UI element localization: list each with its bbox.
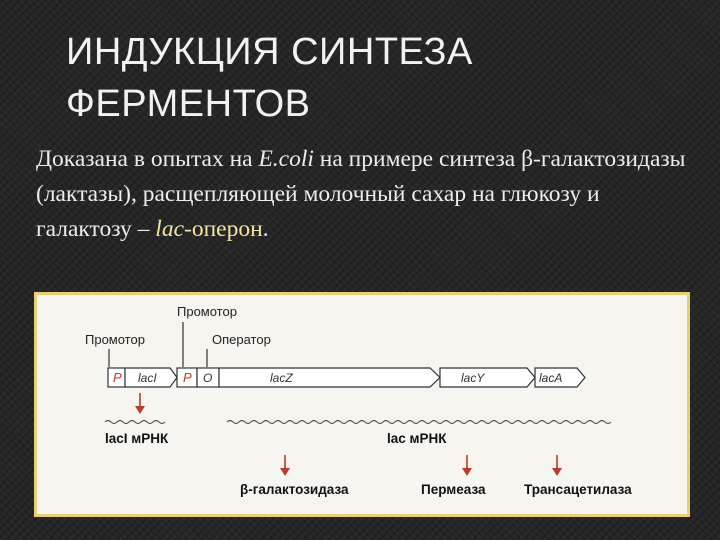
label-laci-mrna: lacI мРНК <box>105 431 169 446</box>
gene-bar: P lacI P O lacZ lacY lacA <box>107 367 586 388</box>
gene-box-lacz <box>218 367 441 388</box>
organism-name: E.coli <box>258 146 314 172</box>
laci-transcription-arrow <box>135 393 145 414</box>
gene-o: O <box>203 371 212 385</box>
gene-lacy: lacY <box>461 371 485 385</box>
label-operator: Оператор <box>212 332 271 347</box>
lac-mrna-wave <box>226 419 612 425</box>
body-part-2: на примере синтеза β-галактозидазы (лакт… <box>36 146 686 242</box>
gene-laci: lacI <box>138 371 157 385</box>
operon-suffix: -оперон <box>184 216 263 242</box>
gene-lacz: lacZ <box>270 371 293 385</box>
label-beta-galactosidase: β-галактозидаза <box>240 482 349 497</box>
arrow-transacetylase <box>552 455 562 476</box>
label-promoter-top: Промотор <box>177 304 237 319</box>
body-part-1: Доказана в опытах на <box>36 146 259 172</box>
body-period: . <box>262 216 269 242</box>
label-promoter-left: Промотор <box>85 332 145 347</box>
label-permease: Пермеаза <box>421 482 486 497</box>
slide-title-line-1: ИНДУКЦИЯ СИНТЕЗА <box>66 31 473 73</box>
gene-box-laca <box>534 367 586 388</box>
arrow-permease <box>462 455 472 476</box>
lac-operon-svg: Промотор Промотор Оператор P lacI P O la… <box>85 304 632 497</box>
gene-box-laci <box>124 367 178 388</box>
gene-p2: P <box>183 370 192 385</box>
operon-name: lac-оперон <box>155 216 262 242</box>
arrow-beta-galactosidase <box>280 455 290 476</box>
gene-box-lacy <box>439 367 536 388</box>
gene-p1: P <box>113 370 122 385</box>
label-lac-mrna: lac мРНК <box>387 431 447 446</box>
slide-body-text: Доказана в опытах на E.coli на примере с… <box>36 142 696 247</box>
slide-title-line-2: ФЕРМЕНТОВ <box>66 83 311 125</box>
lac-operon-diagram: Промотор Промотор Оператор P lacI P O la… <box>34 292 690 517</box>
slide-title: ИНДУКЦИЯ СИНТЕЗА ФЕРМЕНТОВ <box>66 26 666 130</box>
gene-laca: lacA <box>539 371 562 385</box>
laci-mrna-wave <box>104 419 166 425</box>
operon-prefix: lac <box>155 216 185 242</box>
label-transacetylase: Трансацетилаза <box>524 482 632 497</box>
